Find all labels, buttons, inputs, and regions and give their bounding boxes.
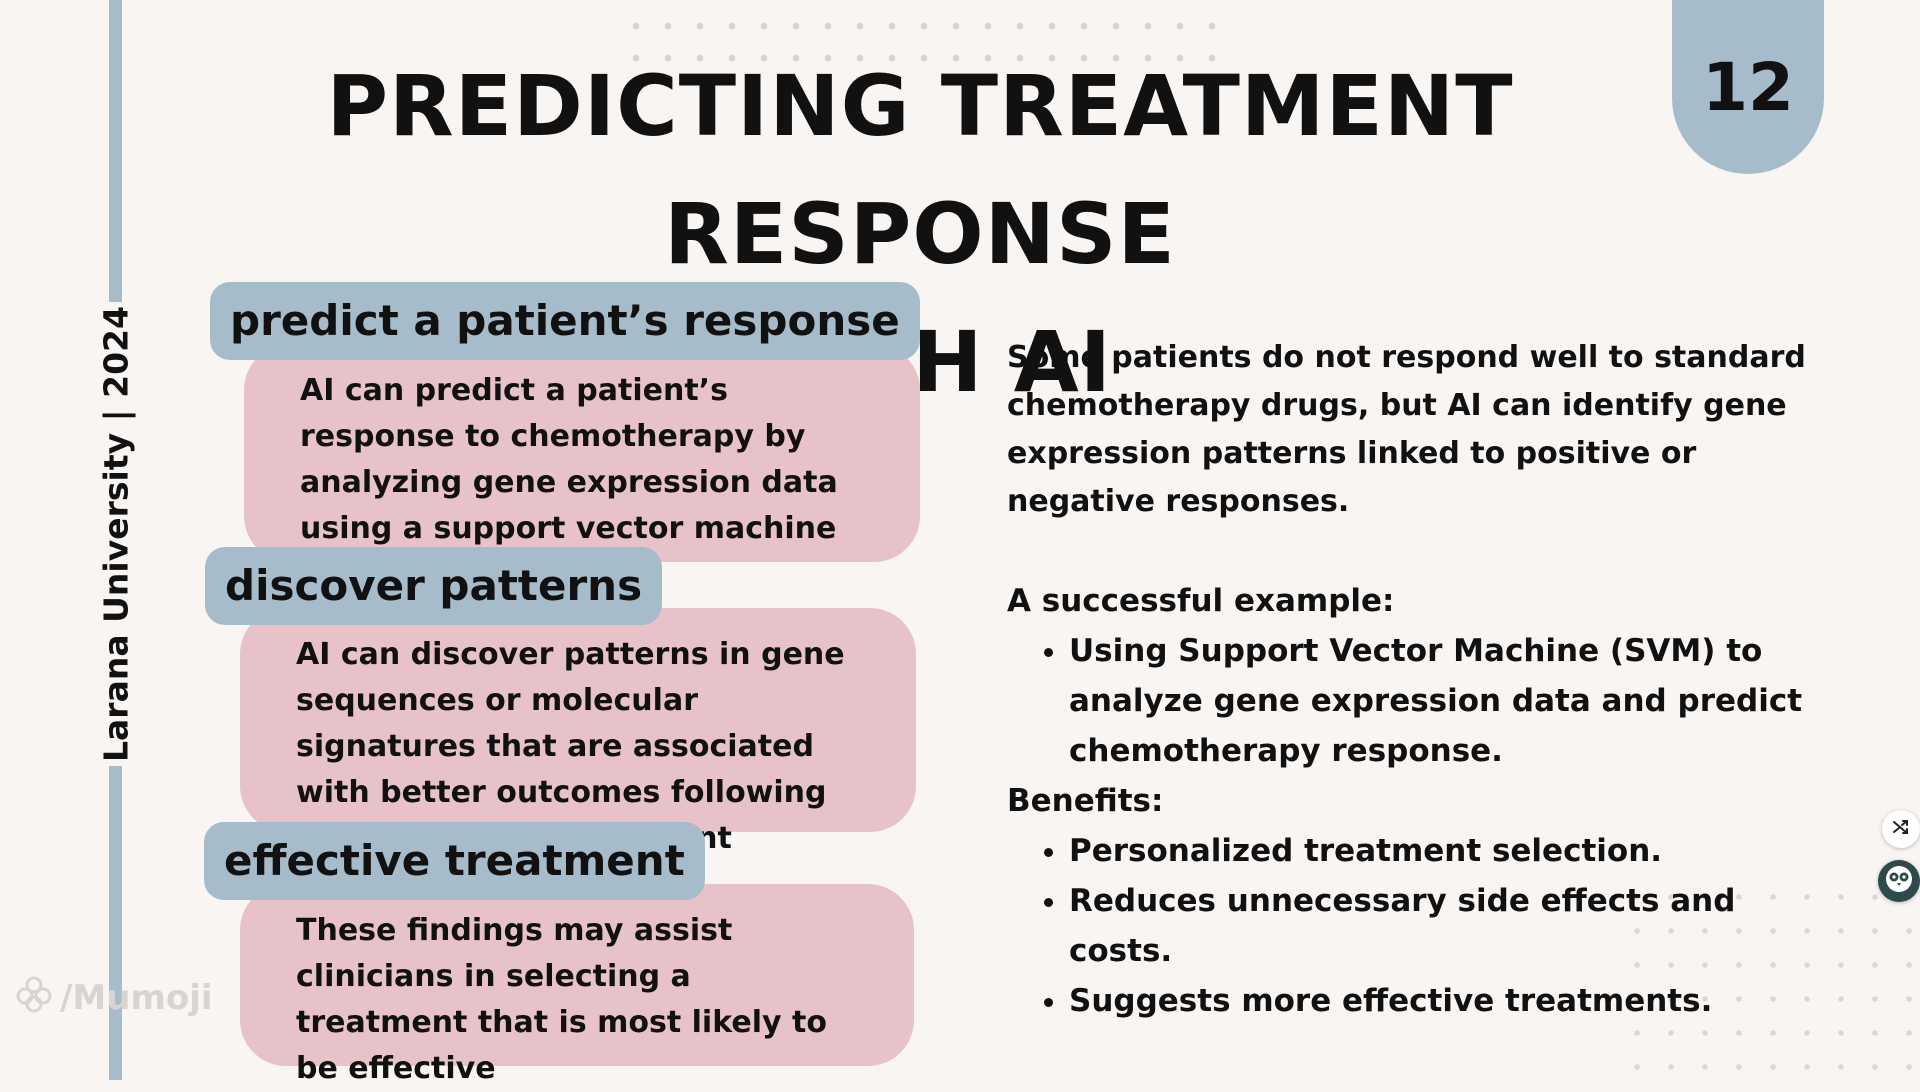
right-column: Some patients do not respond well to sta… — [1007, 334, 1847, 1026]
list-item: Using Support Vector Machine (SVM) to an… — [1069, 626, 1847, 776]
side-label: Larana University | 2024 — [96, 306, 136, 762]
shuffle-icon — [1891, 817, 1911, 841]
owl-icon — [1884, 864, 1914, 898]
side-line-bottom — [109, 766, 122, 1080]
page-number-tab: 12 — [1672, 0, 1824, 174]
example-list: Using Support Vector Machine (SVM) to an… — [1007, 626, 1847, 776]
section-heading-predict: predict a patient’s response — [210, 282, 920, 360]
section-heading-effective: effective treatment — [204, 822, 705, 900]
section-card-effective: These findings may assist clinicians in … — [240, 884, 914, 1086]
dot-pattern-bottom-right — [1620, 880, 1920, 1080]
section-body-effective: These findings may assist clinicians in … — [296, 913, 827, 1086]
owl-assistant-button[interactable] — [1878, 860, 1920, 902]
flower-logo-icon — [14, 974, 54, 1023]
shuffle-button[interactable] — [1882, 810, 1920, 848]
side-line-top — [109, 0, 122, 302]
list-item: Suggests more effective treatments. — [1069, 976, 1847, 1026]
example-label: A successful example: — [1007, 583, 1395, 619]
section-body-predict: AI can predict a patient’s response to c… — [300, 373, 838, 546]
page-number: 12 — [1702, 48, 1794, 126]
section-card-discover: AI can discover patterns in gene sequenc… — [240, 608, 916, 856]
list-item: Reduces unnecessary side effects and cos… — [1069, 876, 1847, 976]
benefits-label: Benefits: — [1007, 783, 1164, 819]
benefits-list: Personalized treatment selection. Reduce… — [1007, 826, 1847, 1026]
section-card-predict: AI can predict a patient’s response to c… — [244, 344, 920, 562]
intro-paragraph: Some patients do not respond well to sta… — [1007, 340, 1806, 519]
slide-title-line-1: PREDICTING TREATMENT RESPONSE — [326, 57, 1514, 283]
watermark: /Mumoji — [14, 976, 213, 1020]
list-item: Personalized treatment selection. — [1069, 826, 1847, 876]
dot-pattern-top — [620, 10, 1220, 66]
watermark-text: /Mumoji — [60, 978, 213, 1018]
section-heading-discover: discover patterns — [205, 547, 663, 625]
